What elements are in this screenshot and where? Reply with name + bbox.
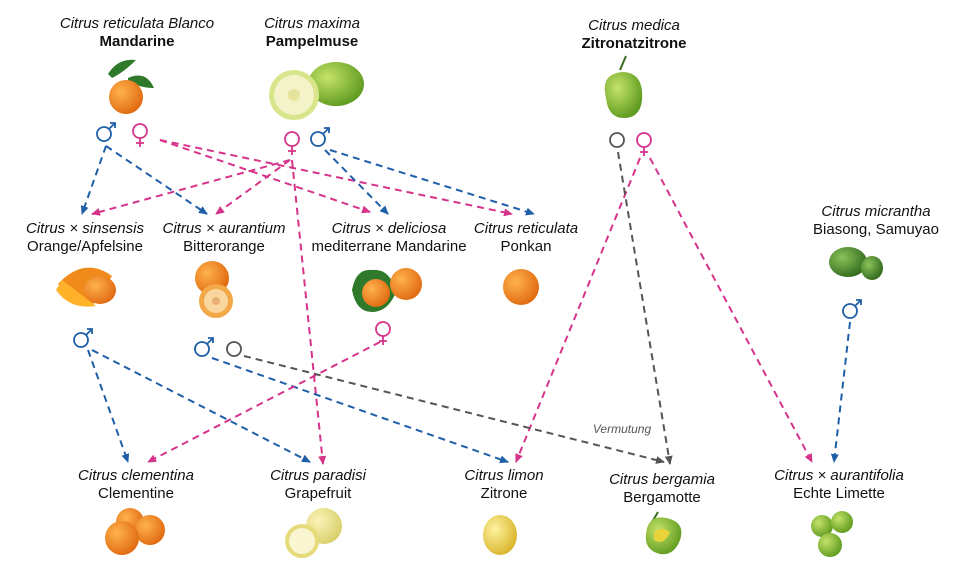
annotation-vermutung: Vermutung (592, 422, 652, 436)
orange-scientific-name: Citrus × sinsensis (26, 220, 144, 237)
arrow-sinsensis-to-clementina (87, 349, 130, 463)
micrantha-scientific-name: Citrus micrantha (821, 203, 931, 220)
pampelmuse-common-name: Pampelmuse (265, 33, 359, 50)
unknown-sex-icon (226, 341, 242, 357)
mediterrane-mandarine-fruit-icon (352, 268, 422, 312)
bergamotte-scientific-name: Citrus bergamia (609, 471, 715, 488)
sex-symbols (73, 122, 862, 357)
orange-fruit-icon (56, 267, 116, 307)
orange-common-name: Orange/Apfelsine (27, 238, 143, 255)
male-icon (96, 122, 116, 142)
ponkan-common-name: Ponkan (500, 238, 552, 255)
arrow-medica-to-bergamia (617, 151, 673, 465)
grapefruit-common-name: Grapefruit (284, 485, 352, 502)
pampelmuse-fruit-icon (269, 62, 364, 120)
arrow-medica-to-limon (515, 157, 641, 463)
fruit-illustrations (56, 55, 883, 558)
zitronatzitrone-scientific-name: Citrus medica (588, 17, 680, 34)
zitronatzitrone-common-name: Zitronatzitrone (581, 35, 687, 52)
arrow-medica-to-aurantifolia (649, 157, 813, 463)
label-bergamotte: Citrus bergamia Bergamotte (609, 471, 715, 507)
male-icon (310, 127, 330, 147)
female-icon (375, 321, 391, 345)
ponkan-scientific-name: Citrus reticulata (473, 220, 579, 237)
label-limette: Citrus × aurantifolia Echte Limette (774, 467, 904, 503)
arrow-pampelmuse-to-sinsensis (91, 159, 291, 216)
female-icon (636, 132, 652, 156)
zitrone-scientific-name: Citrus limon (464, 467, 544, 484)
label-clementine: Citrus clementina Clementine (78, 467, 194, 503)
male-icon (73, 328, 93, 348)
mediterrane-mandarine-scientific-name: Citrus × deliciosa (331, 220, 447, 237)
zitrone-common-name: Zitrone (480, 485, 528, 502)
bitterorange-common-name: Bitterorange (183, 238, 265, 255)
arrow-pampelmuse-to-aurantium (215, 159, 291, 215)
clementine-common-name: Clementine (98, 485, 174, 502)
arrow-mandarine-to-sinsensis (80, 145, 107, 215)
label-mediterrane-mandarine: Citrus × deliciosa mediterrane Mandarine (311, 220, 466, 256)
female-icon (132, 123, 148, 147)
label-mandarine: Citrus reticulata Blanco Mandarine (60, 15, 214, 51)
bitterorange-scientific-name: Citrus × aurantium (162, 220, 286, 237)
limette-scientific-name: Citrus × aurantifolia (774, 467, 904, 484)
limette-fruit-icon (811, 511, 853, 557)
label-orange: Citrus × sinsensis Orange/Apfelsine (26, 220, 144, 256)
clementine-scientific-name: Citrus clementina (78, 467, 194, 484)
mandarine-common-name: Mandarine (99, 33, 175, 50)
pampelmuse-scientific-name: Citrus maxima (264, 15, 360, 32)
zitronatzitrone-fruit-icon (604, 55, 643, 118)
arrow-aurantium-to-bergamia (243, 355, 665, 464)
unknown-sex-icon (609, 132, 625, 148)
label-grapefruit: Citrus paradisi Grapefruit (270, 467, 366, 503)
bergamotte-fruit-icon (645, 511, 682, 555)
ponkan-fruit-icon (503, 269, 539, 305)
bitterorange-fruit-icon (195, 261, 233, 318)
arrows (80, 139, 851, 465)
limette-common-name: Echte Limette (793, 485, 885, 502)
arrow-micrantha-to-aurantifolia (830, 321, 851, 463)
grapefruit-scientific-name: Citrus paradisi (270, 467, 366, 484)
bergamotte-common-name: Bergamotte (623, 489, 701, 506)
label-zitronatzitrone: Citrus medica Zitronatzitrone (582, 17, 687, 53)
mediterrane-mandarine-common-name: mediterrane Mandarine (311, 238, 467, 255)
arrow-deliciosa-to-clementina (147, 341, 381, 463)
arrow-sinsensis-to-paradisi (91, 349, 311, 463)
arrow-mandarine-to-aurantium (105, 145, 208, 215)
arrow-pampelmuse-to-deliciosa (324, 149, 389, 215)
micrantha-fruit-icon (829, 247, 883, 280)
label-zitrone: Citrus limon Zitrone (464, 467, 543, 503)
grapefruit-fruit-icon (285, 508, 342, 558)
mandarine-scientific-name: Citrus reticulata Blanco (59, 15, 215, 32)
arrow-aurantium-to-limon (211, 357, 509, 464)
clementine-fruit-icon (105, 508, 165, 555)
label-ponkan: Citrus reticulata Ponkan (474, 220, 578, 256)
micrantha-common-name: Biasong, Samuyao (813, 221, 939, 238)
female-icon (284, 131, 300, 155)
arrow-mandarine-to-deliciosa (159, 139, 371, 214)
arrow-pampelmuse-to-paradisi (291, 159, 327, 465)
label-pampelmuse: Citrus maxima Pampelmuse (264, 15, 360, 51)
label-micrantha: Citrus micrantha Biasong, Samuyao (813, 203, 939, 239)
male-icon (842, 299, 862, 319)
male-icon (194, 337, 214, 357)
zitrone-fruit-icon (483, 515, 517, 555)
label-bitterorange: Citrus × aurantium Bitterorange (163, 220, 286, 256)
mandarine-fruit-icon (108, 59, 154, 114)
